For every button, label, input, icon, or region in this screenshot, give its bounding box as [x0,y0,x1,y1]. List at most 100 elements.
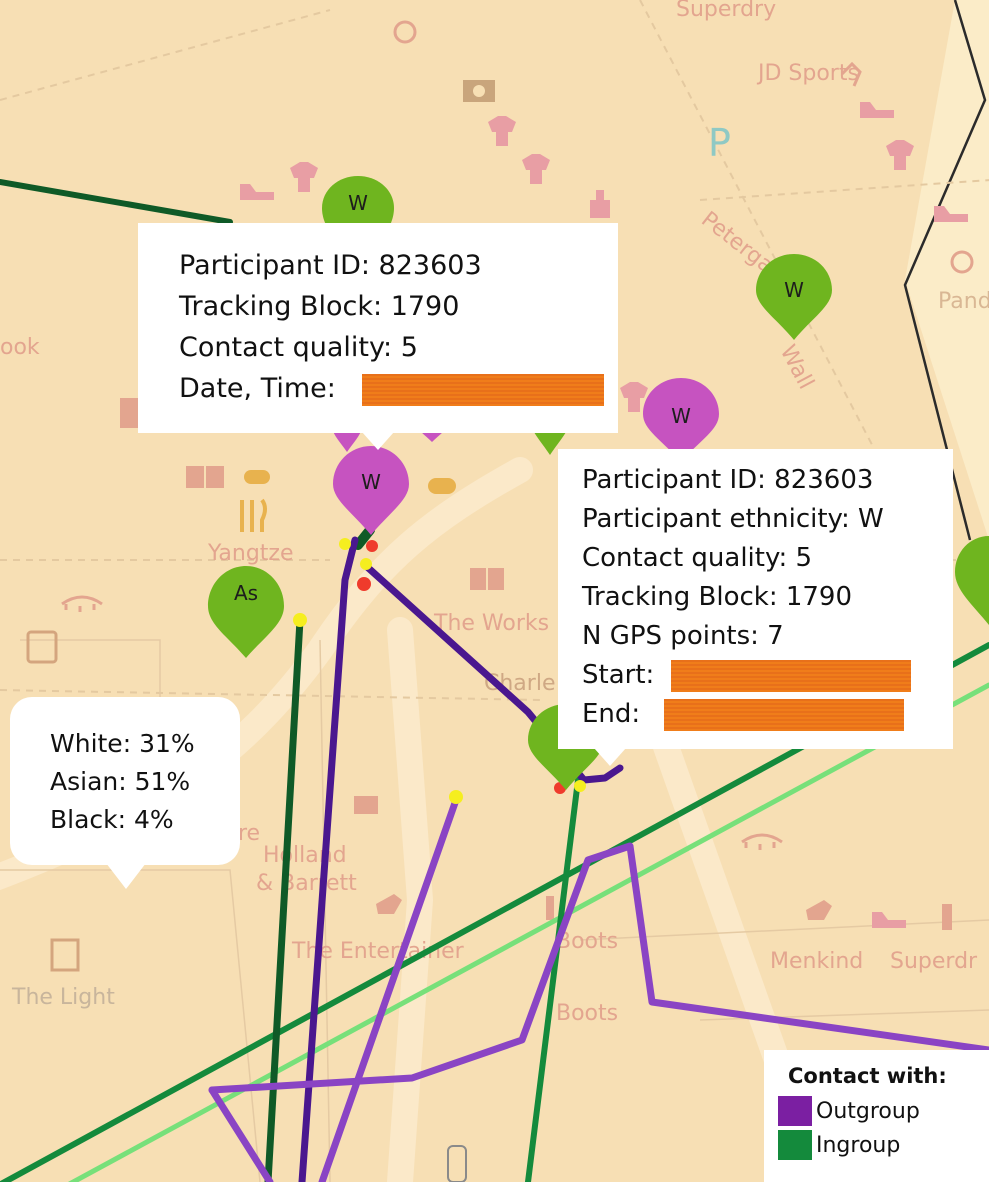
redaction-bar [362,373,605,406]
poi-bottle-icon [546,896,554,920]
label-superdry-bottom: Superdr [890,949,978,974]
outgroup-path [208,1086,274,1182]
poi-ring-icon [950,250,974,274]
map-pin-green-icon [208,566,284,658]
poi-shoe-icon [860,102,894,118]
label-yangtze: Yangtze [207,541,294,566]
ingroup-path [353,525,375,550]
popup-black-share: Black: 4% [50,805,174,834]
gps-point [574,780,586,792]
poi-gift-icon [354,796,378,814]
poi-shirt-icon [620,382,648,412]
outgroup-paths [208,536,989,1182]
poi-icons [26,20,974,1182]
label-superdry-top: Superdry [676,0,776,22]
poi-cutlery-icon [240,498,267,532]
label-the-light: The Light [11,985,115,1010]
map-pin-green-icon [756,254,832,340]
map-legend: Contact with: Outgroup Ingroup [764,1050,989,1182]
marker-m5[interactable]: As [208,566,284,658]
popup-date-time-label: Date, Time: [179,373,336,404]
gps-point [357,577,371,591]
label-boots-2: Boots [556,1001,618,1026]
poi-burger-icon [244,470,270,484]
marker-label: W [361,470,381,494]
outgroup-path [318,796,460,1182]
popup-ethnicity: Participant ethnicity: W [582,504,884,534]
poi-shoe-icon [240,184,274,200]
area-popup-tail [106,863,146,889]
poi-trafficlight-icon [447,1145,467,1182]
popup-white-share: White: 31% [50,729,195,758]
legend-label: Outgroup [816,1098,920,1124]
label-parking: P [708,121,731,165]
poi-perfume-icon [590,190,610,218]
legend-label: Ingroup [816,1132,901,1158]
contact-popup: Participant ID: 823603 Tracking Block: 1… [138,223,618,433]
ingroup-path [525,777,581,1182]
outgroup-path [298,536,359,1182]
label-boots-1: Boots [556,929,618,954]
marker-label: W [784,278,804,302]
track-popup: Participant ID: 823603 Participant ethni… [558,449,953,749]
redaction-bar [664,698,905,731]
marker-m4[interactable]: W [333,446,409,535]
legend-item-outgroup: Outgroup [778,1094,989,1128]
label-re: re [238,821,260,846]
poi-shirt-icon [522,154,550,184]
gps-point [339,538,351,550]
legend-item-ingroup: Ingroup [778,1128,989,1162]
poi-eye-icon [61,595,103,612]
poi-shirt-icon [290,162,318,192]
marker-label: W [671,404,691,428]
popup-contact-quality: Contact quality: 5 [179,332,418,363]
poi-book-icon [186,466,224,488]
ingroup-path [0,179,233,225]
popup-participant-id: Participant ID: 823603 [582,465,874,495]
outgroup-path [361,561,624,784]
gps-point [360,558,372,570]
popup-end-row: End: [582,695,953,734]
marker-label: W [348,191,368,215]
gps-point [449,790,463,804]
gps-point [366,540,378,552]
popup-contact-quality: Contact quality: 5 [582,543,813,573]
popup-tracking-block: Tracking Block: 1790 [179,291,460,322]
legend-swatch-outgroup [778,1096,812,1126]
marker-m2[interactable]: W [756,254,832,340]
popup-start-label: Start: [582,660,655,690]
label-menkind: Menkind [770,949,863,974]
poi-person-icon [840,61,862,87]
poi-shoe-icon [872,912,906,928]
poi-eye-icon [741,833,783,850]
map-pin-purple-icon [643,378,719,462]
poi-shoe-icon [934,206,968,222]
popup-tracking-block: Tracking Block: 1790 [582,582,853,612]
poi-bell-icon [393,20,417,44]
map-pin-purple-icon [333,446,409,535]
poi-atm-icon [26,630,58,664]
gps-points [293,538,586,804]
legend-swatch-ingroup [778,1130,812,1160]
outgroup-path [208,842,989,1094]
poi-shirt-icon [886,140,914,170]
contact-popup-tail [362,432,394,450]
poi-burger-icon [428,478,456,494]
marker-label: As [234,581,258,605]
label-holland: Holland [263,843,347,868]
legend-title: Contact with: [788,1064,947,1088]
poi-money-center-icon [473,85,485,97]
map-area-pale [905,0,989,540]
popup-start-row: Start: [582,656,953,695]
ingroup-path-light [67,682,989,1182]
map-pin-purple-icon[interactable] [332,428,362,452]
marker-m3[interactable]: W [643,378,719,462]
poi-shop-icon [120,398,140,428]
popup-participant-id: Participant ID: 823603 [179,250,482,281]
poi-bottle-icon [942,904,952,930]
gps-point [293,613,307,627]
map-boundary-line [903,0,987,541]
popup-asian-share: Asian: 51% [50,767,191,796]
map-pin-green-icon[interactable] [955,536,989,625]
